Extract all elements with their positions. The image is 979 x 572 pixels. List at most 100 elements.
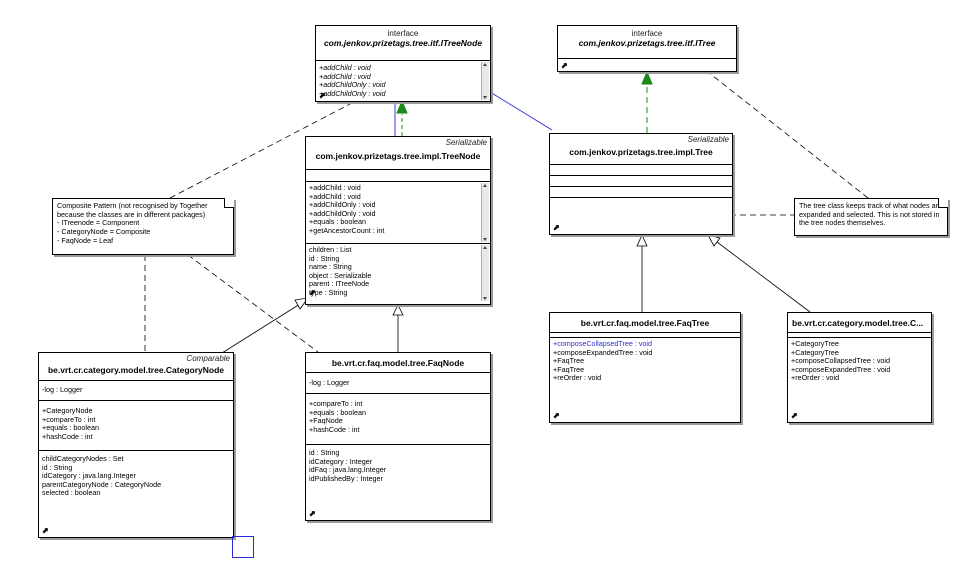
self-association-handle[interactable] — [232, 536, 254, 558]
generalization-arrowhead — [636, 234, 648, 247]
class-header: interface com.jenkov.prizetags.tree.itf.… — [316, 26, 490, 61]
class-name: be.vrt.cr.faq.model.tree.FaqNode — [331, 358, 465, 368]
attribute: children : List — [309, 245, 352, 254]
scrollbar[interactable] — [481, 62, 489, 100]
fields-section — [306, 170, 490, 182]
scrollbar[interactable] — [481, 245, 489, 301]
link-icon[interactable]: ⬈ — [553, 411, 560, 420]
operations-section: ⬈ — [558, 59, 736, 71]
attribute: idCategory : Integer — [309, 456, 373, 466]
class-name: com.jenkov.prizetags.tree.impl.TreeNode — [315, 151, 481, 161]
attribute: id : String — [309, 253, 340, 263]
attributes-section[interactable]: children : List id : String name : Strin… — [306, 244, 490, 302]
operation: +addChild : void — [319, 63, 371, 72]
class-faqnode[interactable]: be.vrt.cr.faq.model.tree.FaqNode -log : … — [305, 352, 491, 521]
attribute: idCategory : java.lang.Integer — [42, 471, 136, 481]
class-header: be.vrt.cr.faq.model.tree.FaqTree — [550, 313, 740, 333]
attribute: object : Serializable — [309, 270, 372, 280]
note-line: Composite Pattern (not recognised by Tog… — [57, 201, 208, 210]
class-tree[interactable]: Serializable com.jenkov.prizetags.tree.i… — [549, 133, 733, 235]
class-name: com.jenkov.prizetags.tree.itf.ITreeNode — [323, 38, 483, 48]
operations-section[interactable]: +addChild : void +addChild : void +addCh… — [306, 182, 490, 244]
operations-section: +compareTo : int +equals : boolean +FaqN… — [306, 394, 490, 445]
link-icon[interactable]: ⬈ — [309, 509, 316, 518]
fields-section: -log : Logger — [306, 373, 490, 394]
operation: +composeExpandedTree : void — [791, 364, 891, 374]
association-line — [489, 91, 553, 131]
composite-pattern-note[interactable]: Composite Pattern (not recognised by Tog… — [52, 198, 234, 255]
operation: +CategoryTree — [791, 339, 839, 348]
class-name: be.vrt.cr.category.model.tree.CategoryNo… — [47, 365, 225, 375]
class-header: Comparable be.vrt.cr.category.model.tree… — [39, 353, 233, 381]
class-treenode[interactable]: Serializable com.jenkov.prizetags.tree.i… — [305, 136, 491, 305]
operation: +composeCollapsedTree : void — [791, 356, 891, 366]
scrollbar[interactable] — [481, 183, 489, 242]
class-categorytree[interactable]: be.vrt.cr.category.model.tree.C... +Cate… — [787, 312, 932, 423]
operation: +FaqNode — [309, 416, 343, 426]
operation: +CategoryNode — [42, 406, 93, 415]
note-line: the tree nodes themselves. — [799, 218, 886, 228]
attributes-section: id : String idCategory : Integer idFaq :… — [306, 445, 490, 520]
tree-note[interactable]: The tree class keeps track of what nodes… — [794, 198, 948, 236]
operation: +equals : boolean — [309, 407, 366, 417]
class-faqtree[interactable]: be.vrt.cr.faq.model.tree.FaqTree +compos… — [549, 312, 741, 423]
attribute: idPublishedBy : Integer — [309, 473, 383, 483]
generalization-arrowhead — [707, 234, 721, 247]
link-icon[interactable]: ⬈ — [561, 61, 568, 70]
operation: +composeCollapsedTree : void — [553, 339, 653, 348]
note-line: The tree class keeps track of what nodes… — [799, 201, 943, 210]
link-icon[interactable]: ⬈ — [42, 526, 49, 535]
stereotype-label: Serializable — [445, 138, 487, 147]
attribute: idFaq : java.lang.Integer — [309, 465, 387, 475]
fields-section: -log : Logger — [39, 381, 233, 401]
link-icon[interactable]: ⬈ — [553, 223, 560, 232]
field: -log : Logger — [42, 385, 83, 394]
class-header: be.vrt.cr.category.model.tree.C... — [788, 313, 931, 333]
note-line: - CategoryNode = Composite — [57, 227, 151, 237]
operation: +getAncestorCount : int — [309, 225, 385, 235]
operation: +reOrder : void — [791, 373, 840, 383]
link-icon[interactable]: ⬈ — [319, 91, 326, 100]
attributes-section: childCategoryNodes : Set id : String idC… — [39, 451, 233, 537]
interface-label: interface — [631, 29, 663, 38]
fields-section — [550, 333, 740, 338]
class-itree[interactable]: interface com.jenkov.prizetags.tree.itf.… — [557, 25, 737, 72]
stereotype-label: Comparable — [186, 354, 230, 363]
class-header: be.vrt.cr.faq.model.tree.FaqNode — [306, 353, 490, 373]
link-icon[interactable]: ⬈ — [309, 288, 316, 297]
note-fold-corner — [224, 198, 234, 208]
attribute: parentCategoryNode : CategoryNode — [42, 479, 162, 489]
operation: +addChild : void — [309, 183, 361, 192]
note-link — [187, 254, 319, 353]
class-name: be.vrt.cr.category.model.tree.C... — [792, 318, 924, 328]
attribute: id : String — [42, 462, 73, 472]
link-icon[interactable]: ⬈ — [791, 411, 798, 420]
compartment — [550, 176, 732, 187]
class-header: Serializable com.jenkov.prizetags.tree.i… — [306, 137, 490, 170]
field: -log : Logger — [309, 378, 350, 387]
class-categorynode[interactable]: Comparable be.vrt.cr.category.model.tree… — [38, 352, 234, 538]
attribute: type : String — [309, 287, 348, 297]
compartment — [550, 165, 732, 176]
attribute: childCategoryNodes : Set — [42, 454, 124, 463]
compartment — [550, 187, 732, 198]
note-line: because the classes are in different pac… — [57, 209, 206, 219]
operation: +equals : boolean — [309, 217, 366, 227]
class-itreenode[interactable]: interface com.jenkov.prizetags.tree.itf.… — [315, 25, 491, 102]
generalization-arrowhead — [392, 304, 404, 316]
note-line: expanded and selected. This is not store… — [799, 209, 940, 219]
class-name: com.jenkov.prizetags.tree.itf.ITree — [578, 38, 716, 48]
operations-section[interactable]: +addChild : void +addChild : void +addCh… — [316, 61, 490, 101]
operation: +CategoryTree — [791, 347, 839, 357]
realization-arrowhead — [396, 99, 408, 114]
operations-section: +composeCollapsedTree : void +composeExp… — [550, 338, 740, 422]
fields-section — [788, 333, 931, 338]
attribute: id : String — [309, 448, 340, 457]
operation: +addChildOnly : void — [319, 88, 386, 98]
operations-section: +CategoryTree +CategoryTree +composeColl… — [788, 338, 931, 422]
note-line: - FaqNode = Leaf — [57, 235, 114, 245]
attribute: name : String — [309, 262, 352, 272]
operation: +FaqTree — [553, 364, 585, 374]
operation: +hashCode : int — [42, 431, 93, 441]
